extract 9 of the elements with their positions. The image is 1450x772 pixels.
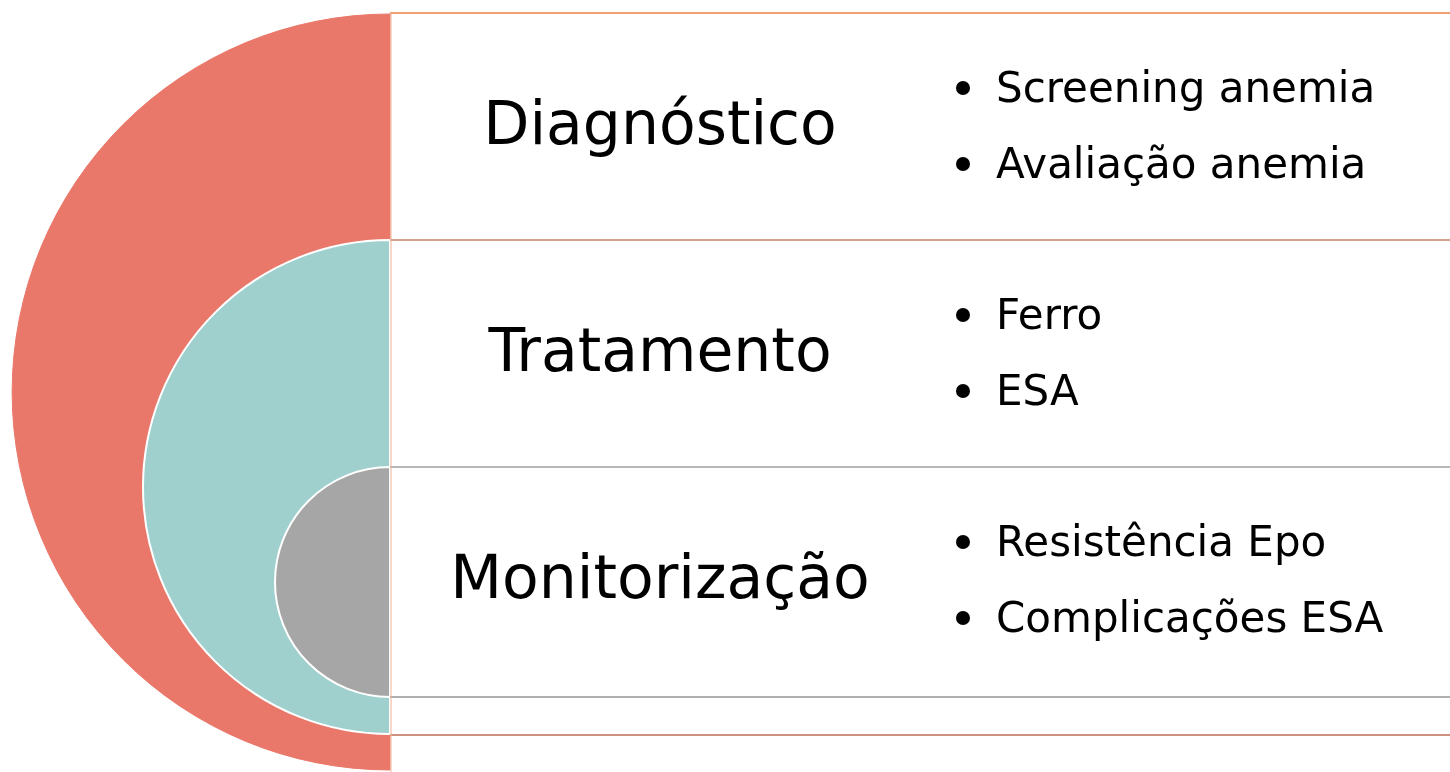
bullet-item: Screening anemia [950,50,1376,126]
bullet-item: Avaliação anemia [950,126,1376,202]
stage-heading: Diagnóstico [482,88,838,158]
stage-heading: Monitorização [449,542,871,612]
bullet-item: ESA [950,353,1103,429]
bullet-item: Resistência Epo [950,504,1384,580]
bullet-item: Ferro [950,277,1103,353]
bullet-item: Complicações ESA [950,580,1384,656]
stage-heading: Tratamento [487,315,833,385]
